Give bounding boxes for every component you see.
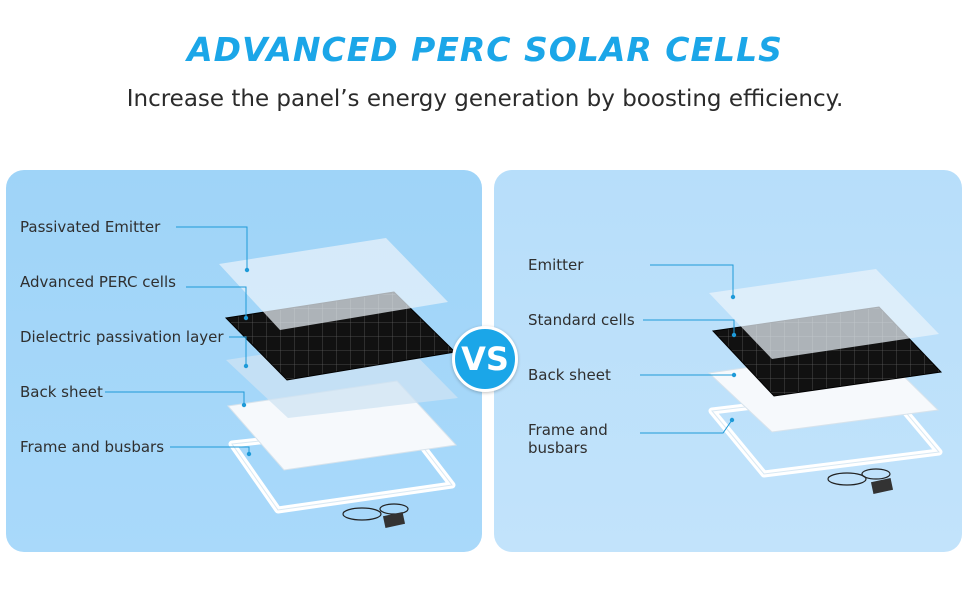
perc-leader-lines: [105, 226, 250, 454]
standard-leader-lines: [640, 264, 735, 434]
label-back-sheet-perc: Back sheet: [20, 383, 103, 401]
page-subtitle: Increase the panel’s energy generation b…: [126, 86, 844, 112]
label-frame-and-busbars-standard: Frame and busbars: [528, 421, 608, 457]
label-passivated-emitter: Passivated Emitter: [20, 218, 161, 236]
standard-emitter-layer: [709, 269, 939, 359]
label-back-sheet-standard: Back sheet: [528, 366, 611, 384]
label-standard-cells: Standard cells: [528, 311, 635, 329]
label-advanced-perc-cells: Advanced PERC cells: [20, 273, 176, 291]
perc-emitter-layer: [219, 238, 448, 330]
label-dielectric-passivation-layer: Dielectric passivation layer: [20, 328, 224, 346]
vs-badge: VS: [452, 326, 518, 392]
page-title: ADVANCED PERC SOLAR CELLS: [187, 30, 783, 69]
label-frame-and-busbars-perc: Frame and busbars: [20, 438, 165, 456]
standard-junction-box: [827, 468, 894, 494]
label-emitter: Emitter: [528, 256, 584, 274]
perc-junction-box: [342, 503, 409, 528]
perc-leader-dots: [241, 267, 252, 457]
standard-leader-dots: [729, 294, 737, 423]
